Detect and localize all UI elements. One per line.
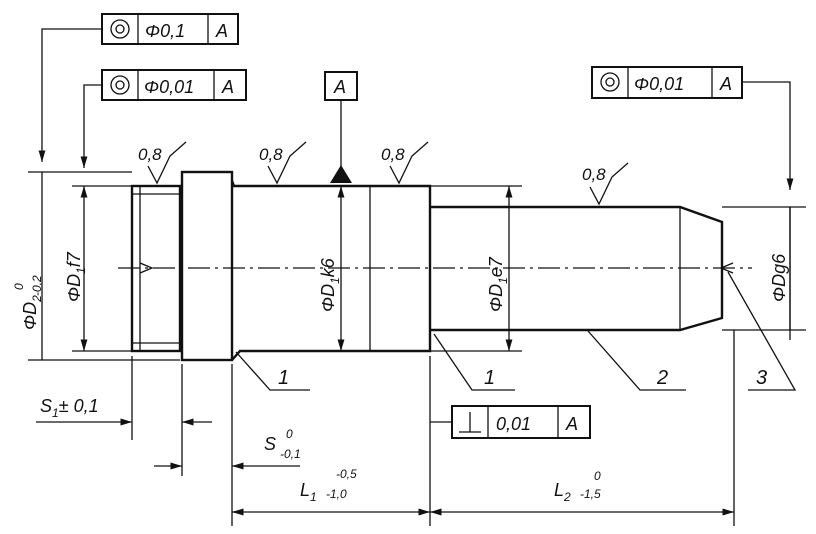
svg-text:S: S — [264, 434, 276, 454]
frame-value: Φ0,01 — [144, 77, 194, 97]
top-concentricity-frame: Φ0,1 A — [101, 13, 239, 45]
leader-number: 1 — [484, 367, 495, 389]
roughness-symbol: 0,8 — [259, 141, 307, 185]
svg-text:-1,0: -1,0 — [326, 487, 347, 501]
right-concentricity-frame: Φ0,01 A — [591, 66, 743, 99]
leader-line — [433, 333, 515, 391]
dim-l2: L2 0 -1,5 — [554, 469, 601, 504]
concentricity-icon — [110, 19, 130, 39]
frame-datum: A — [565, 414, 578, 434]
center-mark — [139, 262, 154, 274]
frame-value: 0,01 — [496, 414, 531, 434]
diameter-dg6-label: ΦDg6 — [769, 253, 789, 302]
svg-text:ΦD1k6: ΦD1k6 — [318, 257, 342, 312]
shaft-outline — [130, 170, 724, 362]
dim-s: S 0 -0,1 — [264, 427, 301, 461]
svg-text:ΦD1f7: ΦD1f7 — [64, 251, 88, 302]
center-mark — [719, 262, 734, 274]
dim-l1: L1 -0,5 -1,0 — [300, 467, 357, 504]
leader-number: 3 — [756, 367, 767, 389]
svg-text:0,8: 0,8 — [381, 145, 405, 164]
dim-s1: S1± 0,1 — [40, 396, 99, 420]
svg-text:-0,1: -0,1 — [280, 447, 301, 461]
frame-datum: A — [215, 21, 228, 41]
svg-text:0: 0 — [12, 283, 26, 290]
roughness-symbol: 0,8 — [381, 141, 429, 185]
svg-text:0: 0 — [286, 427, 293, 441]
leader-line — [587, 330, 686, 391]
leader-number: 1 — [278, 367, 289, 389]
frame-datum: A — [221, 77, 234, 97]
svg-text:L1: L1 — [300, 480, 317, 504]
left-concentricity-frame: Φ0,01 A — [101, 69, 247, 101]
svg-text:ΦDg6: ΦDg6 — [769, 253, 789, 302]
datum-label: A — [333, 77, 346, 97]
leader-number: 2 — [656, 367, 668, 389]
roughness-symbol: 0,8 — [138, 141, 187, 185]
svg-text:0,8: 0,8 — [582, 165, 606, 184]
diameter-d1e7-label: ΦD1e7 — [486, 256, 510, 312]
diameter-d1k6-label: ΦD1k6 — [318, 257, 342, 312]
svg-text:0: 0 — [594, 469, 601, 483]
leader-line — [727, 271, 797, 391]
svg-text:ΦD2: ΦD2 — [20, 295, 44, 330]
svg-text:0,8: 0,8 — [259, 145, 283, 164]
perpendicularity-frame: 0,01 A — [451, 405, 591, 439]
svg-text:ΦD1e7: ΦD1e7 — [486, 256, 510, 312]
frame-value: Φ0,01 — [634, 74, 684, 94]
svg-text:-0,2: -0,2 — [30, 275, 44, 296]
frame-leader — [80, 84, 102, 168]
leader-line — [235, 351, 310, 391]
concentricity-icon — [110, 75, 130, 95]
perpendicularity-icon — [459, 412, 481, 433]
datum-a: A — [324, 71, 358, 183]
frame-value: Φ0,1 — [145, 21, 185, 41]
diameter-d1f7-label: ΦD1f7 — [64, 251, 88, 302]
svg-text:-0,5: -0,5 — [336, 467, 357, 481]
concentricity-icon — [600, 72, 620, 92]
svg-text:0,8: 0,8 — [138, 145, 162, 164]
frame-leader — [742, 81, 794, 190]
frame-leader — [38, 28, 102, 162]
diameter-d2-label: ΦD2 0 -0,2 — [12, 275, 44, 330]
frame-datum: A — [719, 74, 732, 94]
roughness-symbol: 0,8 — [582, 162, 629, 206]
svg-text:L2: L2 — [554, 480, 571, 504]
svg-text:-1,5: -1,5 — [580, 487, 601, 501]
